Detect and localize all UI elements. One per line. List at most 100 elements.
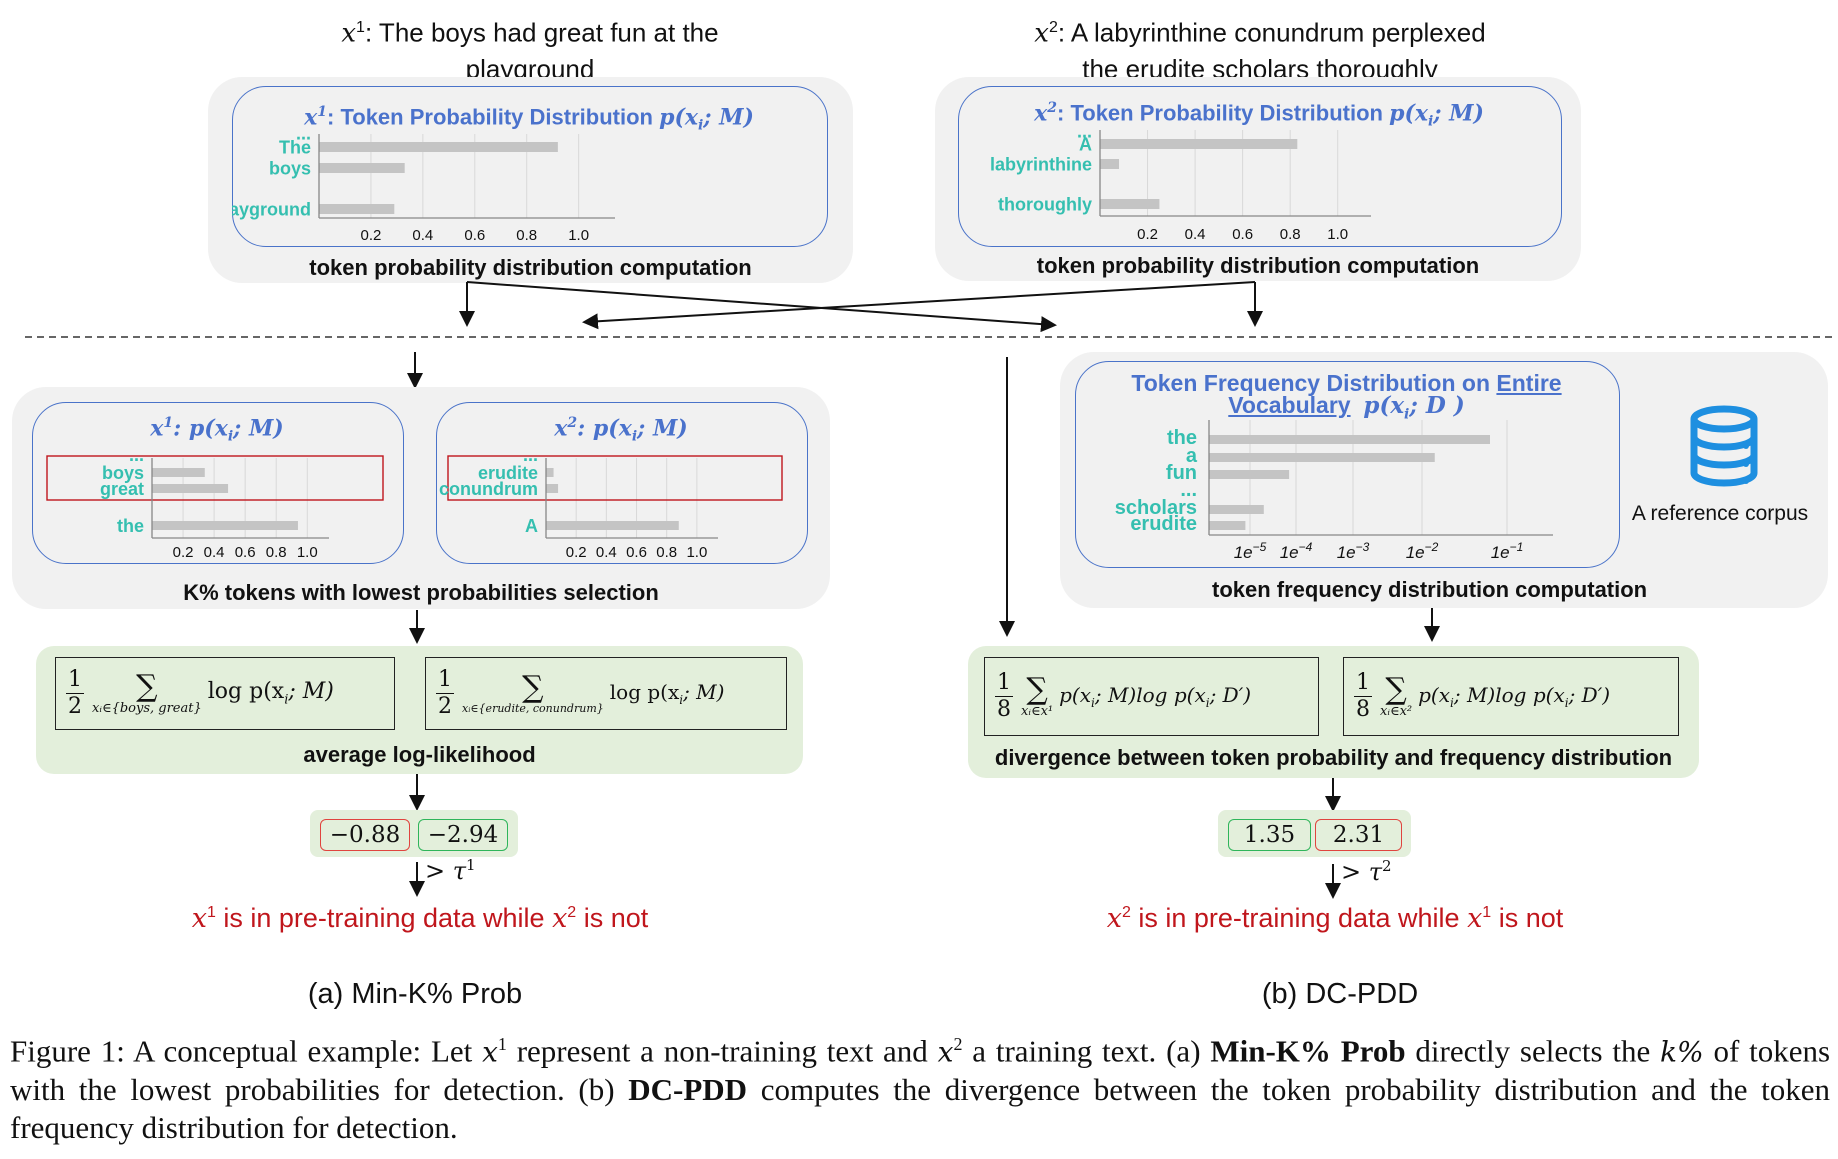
- x1-prob-chart-box: [232, 86, 828, 247]
- sup-b: 2: [567, 904, 577, 921]
- title-text: : Token Probability Distribution: [327, 104, 660, 130]
- bar: [319, 163, 405, 173]
- term-end: ; M): [288, 679, 334, 705]
- title-math-sub: i: [1427, 113, 1434, 130]
- token-label: a: [1186, 445, 1198, 467]
- token-label: great: [100, 479, 144, 499]
- caption-sup: 2: [953, 1034, 963, 1054]
- x-tick-label: 0.8: [656, 544, 677, 560]
- title-var: x: [1034, 100, 1048, 127]
- numerator: 1: [995, 670, 1013, 697]
- numerator: 1: [436, 667, 454, 694]
- conclusion-mid: is in pre-training data while: [1130, 903, 1468, 933]
- x-tick-exponent: −5: [1253, 540, 1267, 554]
- formula-term: log p(xi; M): [208, 679, 334, 707]
- term: log p(x: [609, 680, 680, 704]
- x1-var: x: [341, 18, 357, 49]
- x-tick-label: 0.8: [1280, 226, 1301, 243]
- sigma-symbol: ∑: [136, 669, 158, 704]
- caption-bold-method-b: DC-PDD: [628, 1072, 748, 1108]
- x-tick-label: 0.8: [516, 227, 537, 244]
- bar: [1209, 470, 1290, 479]
- token-label: boys: [102, 463, 144, 483]
- formula-term: log p(xi; M): [610, 680, 725, 707]
- database-icon: [1690, 405, 1758, 487]
- token-label: ...: [1180, 479, 1197, 501]
- term-end: ; D′): [1209, 683, 1252, 707]
- numerator: 1: [1354, 670, 1372, 697]
- conclusion-end: is not: [576, 903, 649, 933]
- x-tick-label: 0.4: [412, 227, 433, 244]
- x1-sentence: x1: The boys had great fun at the playgr…: [250, 10, 810, 87]
- score-x1-right: 1.35: [1228, 819, 1311, 851]
- term-sub: i: [1450, 696, 1454, 710]
- selection-panel: [12, 387, 830, 609]
- title-math-sub: i: [1404, 406, 1410, 423]
- title-math-end: ; M): [703, 104, 754, 131]
- x-tick-label: 0.6: [464, 227, 485, 244]
- token-label: ...: [296, 128, 311, 143]
- sum-index: xᵢ∈{erudite, conundrum}: [462, 702, 604, 715]
- term-mid: ; M)log p(x: [1094, 683, 1206, 707]
- bar: [152, 468, 205, 477]
- x2-selection-title: x2: p(xi; M): [436, 415, 806, 445]
- sigma-symbol: ∑: [1026, 672, 1048, 707]
- term-end: ; D′): [1568, 683, 1611, 707]
- term-sub: i: [679, 693, 684, 707]
- bar: [546, 484, 559, 493]
- bar: [546, 468, 554, 477]
- title-math: p(x: [659, 104, 698, 131]
- x1-sentence-line1: : The boys had great fun at the: [364, 17, 719, 48]
- caption-var: x: [482, 1035, 498, 1069]
- score-x1-left: −0.88: [320, 819, 410, 851]
- caption-part: of tokens with the lowest probabilities …: [10, 1033, 1831, 1108]
- summation: ∑xᵢ∈x²: [1380, 675, 1413, 719]
- x1-sup: 1: [356, 19, 365, 36]
- threshold-var: τ: [1368, 858, 1383, 886]
- token-label: ...: [129, 450, 144, 465]
- title-var: x: [304, 104, 318, 131]
- numerator: 1: [66, 667, 84, 694]
- title-math-end: ; M): [233, 415, 284, 442]
- threshold-sup: 2: [1382, 857, 1392, 875]
- x-tick-label: 0.6: [626, 544, 647, 560]
- bar: [152, 484, 229, 493]
- bar: [1209, 505, 1264, 514]
- x-tick-label: 1e−3: [1337, 540, 1370, 562]
- x-tick-label: 0.2: [566, 544, 587, 560]
- x-tick-label: 0.4: [596, 544, 617, 560]
- sum-index: xᵢ∈x¹: [1021, 704, 1054, 719]
- sum-index: xᵢ∈x²: [1380, 704, 1413, 719]
- token-label: erudite: [478, 463, 538, 483]
- x1-selection-chart-box: [32, 402, 404, 564]
- bar: [546, 521, 679, 530]
- term: p(x: [1059, 683, 1092, 707]
- title-math-end: ; M): [637, 415, 688, 442]
- term: p(x: [1418, 683, 1451, 707]
- title-var: x: [554, 415, 568, 442]
- denominator: 2: [68, 694, 82, 719]
- token-label: erudite: [1130, 513, 1197, 535]
- threshold-prefix: >: [1341, 858, 1369, 886]
- x-tick-label: 1.0: [297, 544, 318, 560]
- divergence-caption: divergence between token probability and…: [994, 745, 1673, 770]
- x-tick-exponent: −4: [1299, 540, 1313, 554]
- x-tick-label: 0.2: [173, 544, 194, 560]
- x-tick-label: 0.2: [1137, 226, 1158, 243]
- token-label: A: [1079, 134, 1092, 154]
- title-math: : p(x: [173, 415, 228, 442]
- token-label: thoroughly: [998, 194, 1092, 214]
- denominator: 2: [438, 694, 452, 719]
- loglik-caption: average log-likelihood: [303, 742, 536, 767]
- caption-var: x: [937, 1035, 954, 1069]
- x-tick-label: 1.0: [686, 544, 707, 560]
- threshold-sup: 1: [466, 856, 476, 874]
- token-label: fun: [1166, 462, 1197, 484]
- title-sup: 1: [317, 104, 328, 120]
- term-sub2: i: [1564, 696, 1569, 710]
